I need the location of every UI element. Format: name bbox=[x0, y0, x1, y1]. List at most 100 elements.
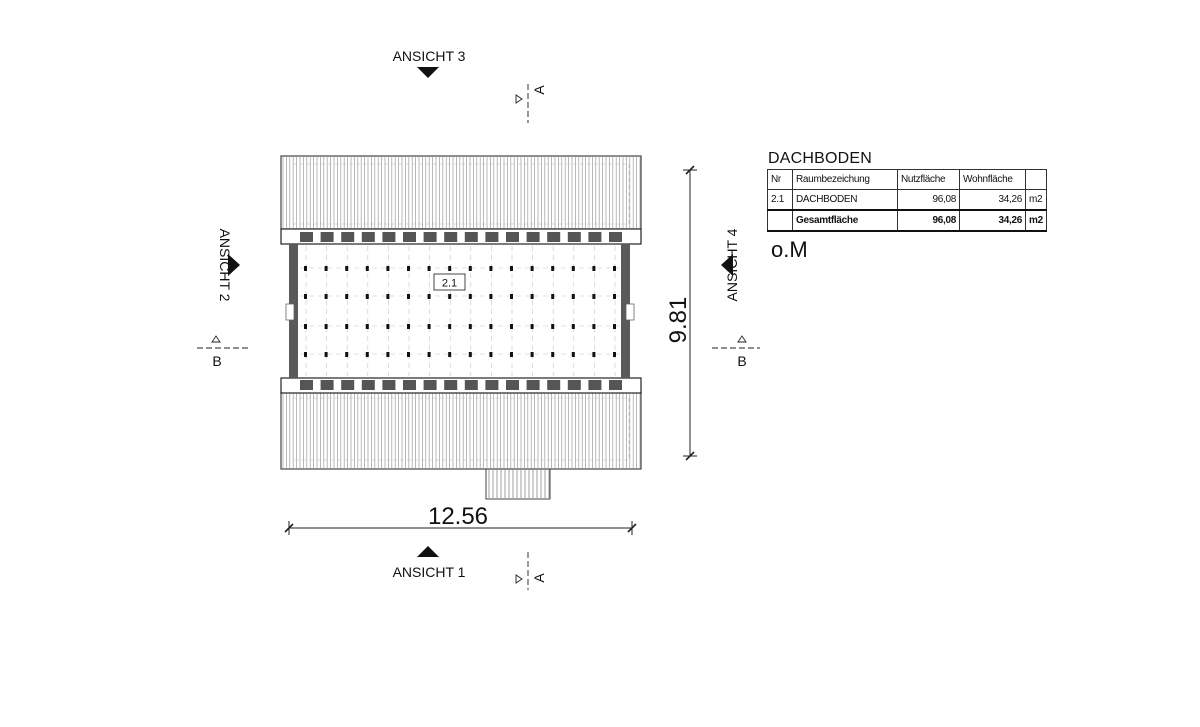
rafter-beam bbox=[444, 380, 458, 390]
rafter-beam bbox=[609, 232, 622, 242]
rafter-dot bbox=[365, 352, 369, 357]
rafter-dot bbox=[530, 294, 534, 299]
rafter-dot bbox=[324, 352, 328, 357]
rafter-dot bbox=[304, 324, 307, 329]
header-wohnflaeche: Wohnfläche bbox=[959, 169, 1026, 190]
roof-overhang-bottom bbox=[280, 391, 642, 470]
rafter-dot bbox=[386, 352, 390, 357]
rafter-dot bbox=[345, 352, 349, 357]
total-nr bbox=[767, 209, 793, 232]
rafter-beam bbox=[567, 380, 581, 390]
rafter-dot bbox=[510, 352, 513, 357]
rafter-dot bbox=[407, 324, 410, 329]
rafter-beam bbox=[588, 380, 602, 390]
rafter-beam bbox=[485, 232, 499, 242]
header-name: Raumbezeichung bbox=[792, 169, 898, 190]
section-label-b-right: B bbox=[737, 353, 746, 369]
rafter-beam bbox=[485, 380, 499, 390]
dimension-width: 12.56 bbox=[284, 503, 637, 535]
rafter-dot bbox=[365, 294, 369, 299]
view-marker-bottom: ANSICHT 1 bbox=[393, 546, 466, 580]
rafter-dot bbox=[551, 352, 555, 357]
rafter-beam bbox=[464, 380, 478, 390]
header-unit bbox=[1025, 169, 1047, 190]
rafter-dot bbox=[304, 352, 307, 357]
rafter-beam bbox=[506, 232, 519, 242]
rafter-dot bbox=[551, 294, 555, 299]
rafter-dot bbox=[592, 324, 596, 329]
dimension-depth-label: 9.81 bbox=[665, 297, 692, 344]
rafter-dot bbox=[448, 324, 452, 329]
attic-floor bbox=[280, 228, 642, 394]
rafter-beam bbox=[526, 380, 540, 390]
rafter-dot bbox=[427, 266, 431, 271]
rafter-dot bbox=[530, 352, 534, 357]
total-unit: m2 bbox=[1025, 209, 1047, 232]
rafter-dot bbox=[407, 266, 410, 271]
rafter-dot bbox=[386, 266, 390, 271]
rafter-dot bbox=[510, 294, 513, 299]
view-marker-top: ANSICHT 3 bbox=[393, 48, 466, 78]
rafter-dot bbox=[304, 294, 307, 299]
rafter-beam bbox=[382, 380, 396, 390]
rafter-beam bbox=[300, 380, 313, 390]
header-nutzflaeche: Nutzfläche bbox=[897, 169, 960, 190]
rafter-dot bbox=[386, 324, 390, 329]
view-label-right: ANSICHT 4 bbox=[724, 228, 740, 301]
rafter-beam bbox=[341, 232, 355, 242]
rafter-dot bbox=[345, 266, 349, 271]
view-arrow-up-icon bbox=[417, 546, 439, 557]
room-schedule-note: o.M bbox=[771, 237, 808, 262]
section-marker-b-left: B bbox=[197, 335, 250, 369]
rafter-dot bbox=[427, 324, 431, 329]
table-header-row: Nr Raumbezeichung Nutzfläche Wohnfläche bbox=[767, 169, 1047, 190]
section-triangle-icon bbox=[211, 335, 221, 343]
rafter-beam bbox=[403, 232, 416, 242]
section-label-a-top: A bbox=[531, 85, 547, 95]
rafter-dot bbox=[510, 324, 513, 329]
rafter-dot bbox=[613, 294, 616, 299]
rafter-dot bbox=[468, 352, 472, 357]
rafter-beam bbox=[464, 232, 478, 242]
rafter-beam bbox=[423, 380, 437, 390]
dimension-depth: 9.81 bbox=[665, 165, 697, 461]
view-marker-right: ANSICHT 4 bbox=[721, 228, 740, 301]
rafter-dot bbox=[304, 266, 307, 271]
rafter-dot bbox=[551, 324, 555, 329]
row-wohnflaeche: 34,26 bbox=[959, 189, 1026, 211]
rafter-dot bbox=[592, 352, 596, 357]
rafter-dot bbox=[448, 266, 452, 271]
section-triangle-icon bbox=[515, 574, 523, 584]
rafter-beam bbox=[588, 232, 602, 242]
rafter-dot bbox=[613, 352, 616, 357]
rafter-dot bbox=[448, 294, 452, 299]
section-label-a-bottom: A bbox=[531, 573, 547, 583]
rafter-dot bbox=[427, 294, 431, 299]
rafter-dot bbox=[571, 266, 575, 271]
view-marker-left: ANSICHT 2 bbox=[217, 229, 240, 302]
view-label-bottom: ANSICHT 1 bbox=[393, 564, 466, 580]
rafter-dot bbox=[571, 324, 575, 329]
rafter-dot bbox=[530, 324, 534, 329]
roof-overhang-top bbox=[280, 155, 642, 230]
rafter-beam bbox=[320, 232, 334, 242]
rafter-beam bbox=[361, 380, 375, 390]
rafter-dot bbox=[386, 294, 390, 299]
rafter-beam bbox=[444, 232, 458, 242]
room-schedule-table: Nr Raumbezeichung Nutzfläche Wohnfläche … bbox=[767, 169, 1047, 232]
rafter-beam bbox=[547, 232, 561, 242]
rafter-dot bbox=[365, 324, 369, 329]
row-unit: m2 bbox=[1025, 189, 1047, 211]
rafter-beam bbox=[567, 232, 581, 242]
rafter-beam bbox=[403, 380, 416, 390]
room-tag: 2.1 bbox=[433, 273, 466, 291]
rafter-beam bbox=[526, 232, 540, 242]
rafter-beam bbox=[506, 380, 519, 390]
row-name: DACHBODEN bbox=[792, 189, 898, 211]
rafter-dot bbox=[551, 266, 555, 271]
rafter-dot bbox=[592, 266, 596, 271]
rafter-dot bbox=[448, 352, 452, 357]
rafter-dot bbox=[365, 266, 369, 271]
rafter-dot bbox=[345, 324, 349, 329]
